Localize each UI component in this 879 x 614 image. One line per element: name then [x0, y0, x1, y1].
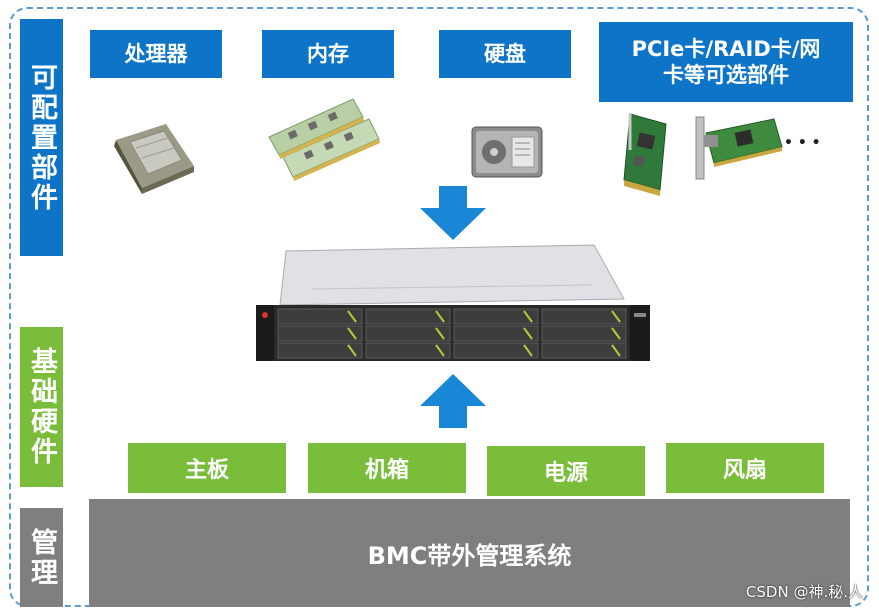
down-arrow-icon [420, 186, 486, 240]
network-card-image [695, 116, 783, 180]
server-image [256, 244, 650, 361]
raid-card-image [623, 113, 667, 196]
label-management: 管理 [20, 508, 63, 607]
disk-image [471, 126, 543, 178]
label-basic-hardware: 基础硬件 [20, 327, 63, 487]
ellipsis: • • • [784, 135, 821, 151]
pcie-line2: 卡等可选部件 [663, 63, 789, 87]
cpu-image [114, 124, 194, 194]
cpu-box: 处理器 [90, 30, 222, 78]
pcie-box: PCIe卡/RAID卡/网 卡等可选部件 [599, 22, 853, 102]
chassis-box: 机箱 [308, 443, 466, 493]
up-arrow-icon [420, 374, 486, 428]
pcie-line1: PCIe卡/RAID卡/网 [631, 36, 821, 61]
power-box: 电源 [487, 446, 645, 496]
disk-box: 硬盘 [439, 30, 571, 78]
mainboard-box: 主板 [128, 443, 286, 493]
memory-image [268, 98, 380, 181]
memory-box: 内存 [262, 30, 394, 78]
fan-box: 风扇 [666, 443, 824, 493]
label-configurable-parts: 可配置部件 [20, 19, 63, 256]
watermark: CSDN @神.秘.人 [745, 583, 863, 601]
bmc-box: BMC带外管理系统 [89, 499, 850, 607]
